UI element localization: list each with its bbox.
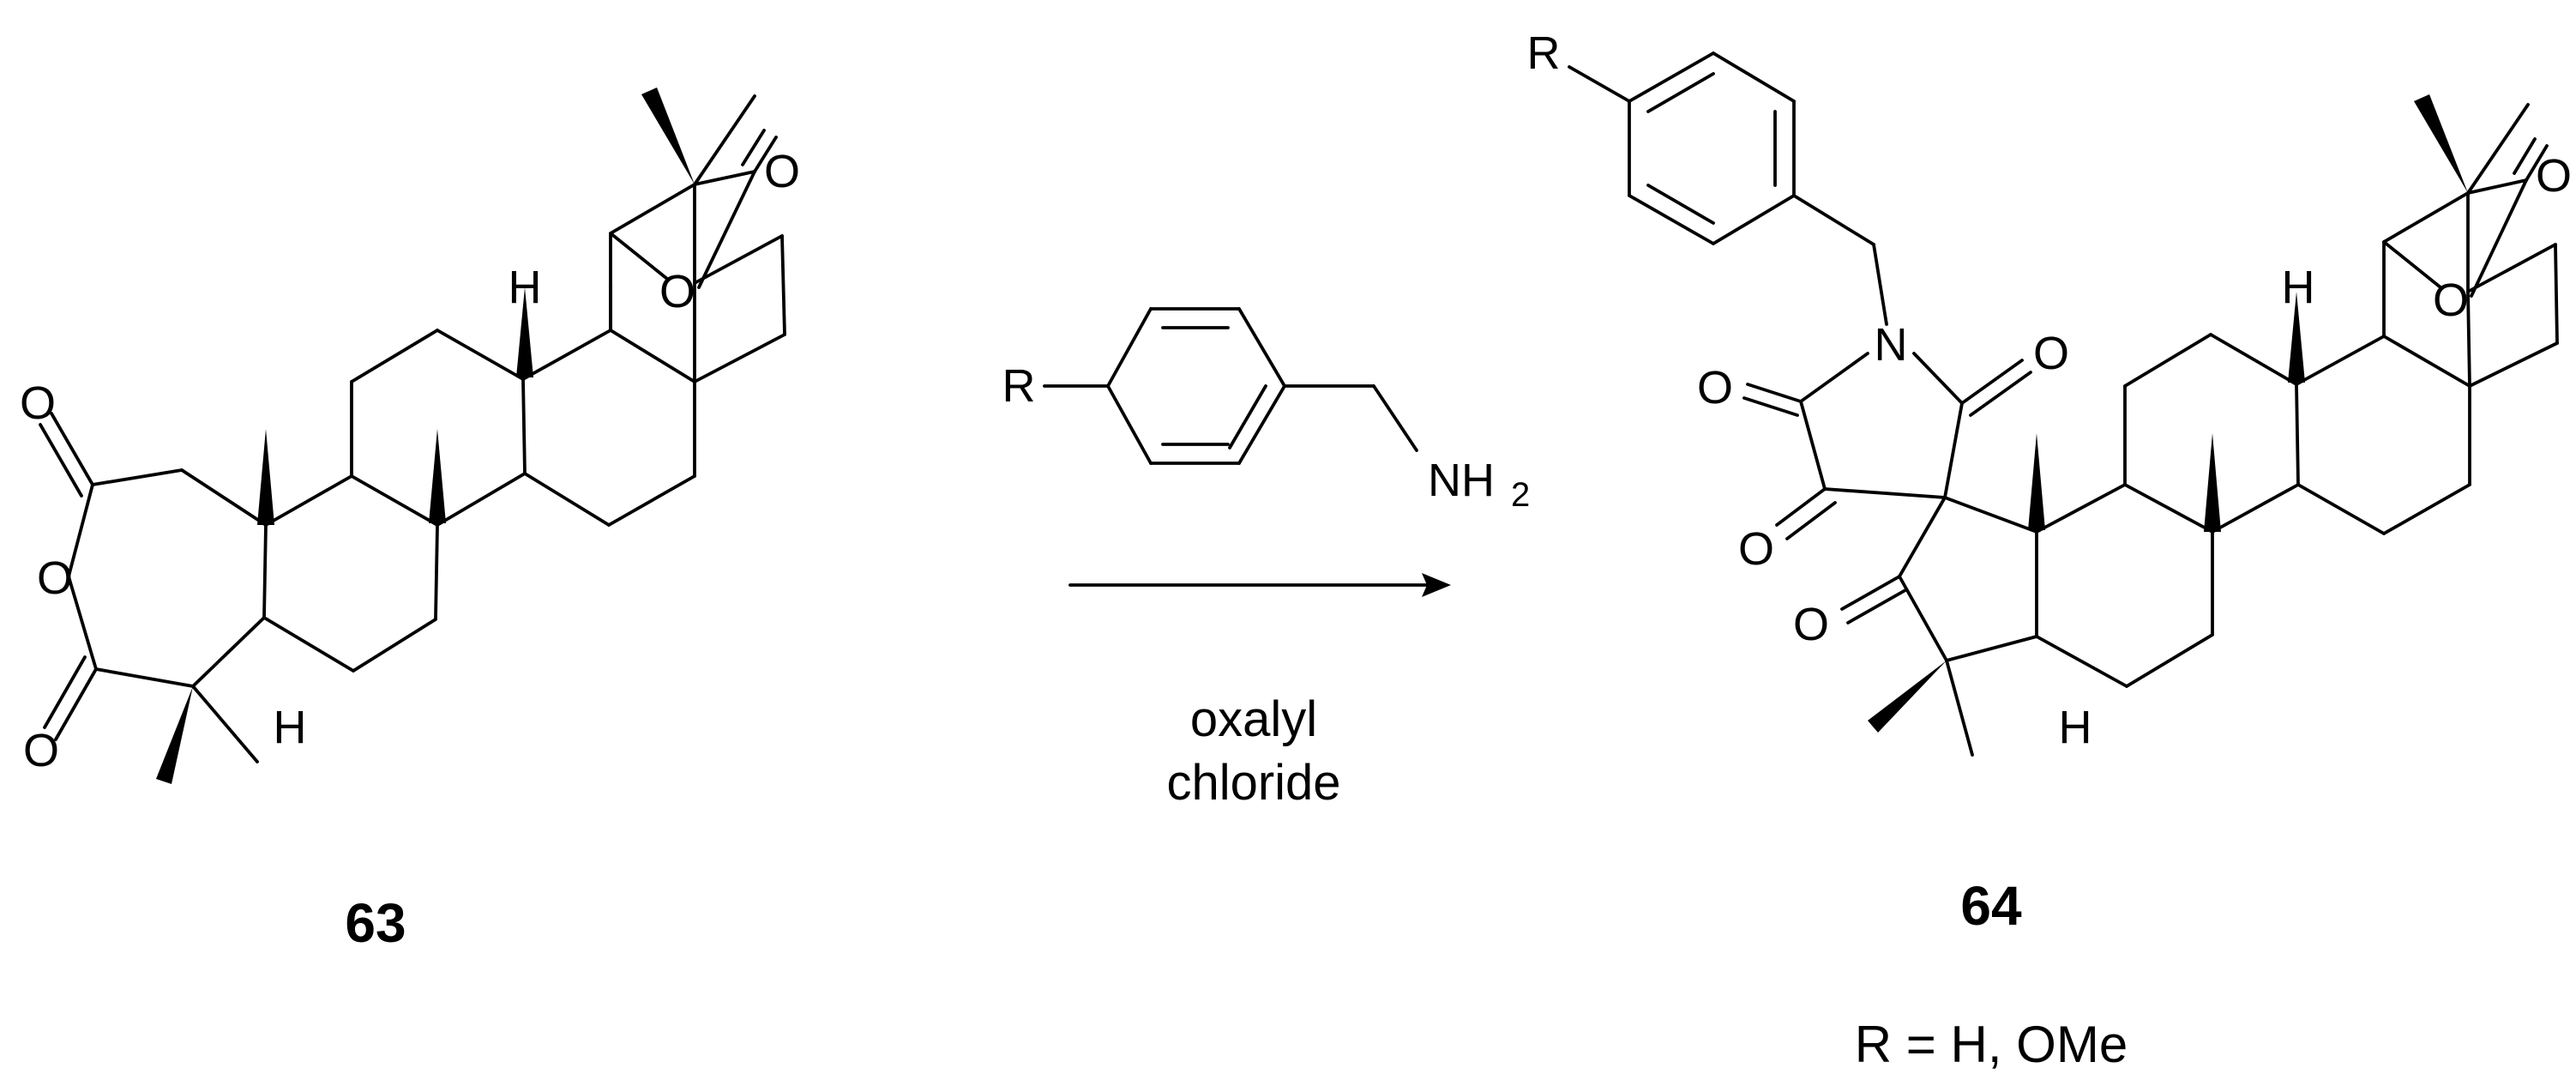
compound-63-hydrogen-c13: H (509, 262, 542, 313)
compound-64-number: 64 (1960, 875, 2022, 937)
compound-64-oxygen-right: O (2033, 328, 2069, 379)
reagent-benzylamine-structure (1043, 307, 1418, 465)
r-group-definition: R = H, OMe (1855, 1016, 2128, 1073)
compound-63-oxygen-ring: O (37, 552, 73, 604)
compound-64-hydrogen-c5: H (2059, 702, 2092, 753)
compound-63-number: 63 (345, 892, 406, 954)
reagent-amine-subscript: 2 (1511, 476, 1530, 514)
compound-64-nitrogen: N (1875, 319, 1908, 371)
compound-64-r-group: R (1527, 27, 1561, 79)
compound-64-oxygen-lactone: O (2536, 150, 2572, 202)
compound-63-oxygen-lactone: O (764, 146, 800, 197)
reagent-r-group: R (1002, 360, 1036, 412)
compound-63-hydrogen-c5: H (274, 702, 307, 753)
reagent-amine: NH (1428, 455, 1495, 506)
compound-63-structure (39, 87, 786, 784)
compound-64-hydrogen-c13: H (2282, 262, 2315, 313)
conditions-line-2: chloride (1166, 755, 1340, 811)
compound-64-oxygen-ketone: O (1793, 599, 1829, 650)
reaction-arrow-head (1422, 573, 1451, 597)
compound-64-oxygen-bridge: O (2433, 275, 2469, 326)
compound-63-oxygen-carbonyl-top: O (20, 377, 56, 429)
compound-63-oxygen-bridge: O (659, 266, 695, 317)
compound-63-oxygen-carbonyl-bottom: O (23, 725, 59, 776)
compound-64-oxygen-mid: O (1738, 523, 1774, 575)
compound-64-structure (1568, 51, 2559, 757)
compound-64-oxygen-left: O (1697, 362, 1733, 413)
conditions-line-1: oxalyl (1190, 691, 1317, 747)
